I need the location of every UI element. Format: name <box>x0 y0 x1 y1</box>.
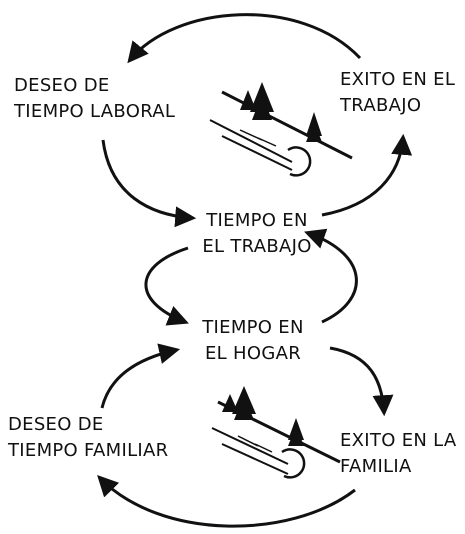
arrow-home-to-work-right <box>304 228 358 324</box>
label-tiempo-trabajo: TIEMPO EN EL TRABAJO <box>192 208 322 260</box>
snowball-hill-icon <box>209 82 353 177</box>
label-tiempo-hogar: TIEMPO EN EL HOGAR <box>188 315 318 367</box>
label-exito-trabajo: EXITO EN EL TRABAJO <box>340 67 455 119</box>
label-line: TIEMPO EN <box>206 210 308 231</box>
label-exito-familia: EXITO EN LA FAMILIA <box>340 428 457 480</box>
label-line: EL TRABAJO <box>202 236 312 257</box>
label-deseo-tiempo-familiar: DESEO DE TIEMPO FAMILIAR <box>8 412 168 464</box>
label-line: EL HOGAR <box>205 343 301 364</box>
arrow-top-arc <box>127 13 362 64</box>
label-line: TIEMPO EN <box>202 317 304 338</box>
arrow-work-to-home-left <box>144 246 189 326</box>
label-line: DESEO DE <box>8 414 104 435</box>
arrow-work-time-to-success <box>321 133 413 217</box>
arrow-family-desire-to-home <box>100 343 181 409</box>
snowball-hill-icon <box>211 386 341 479</box>
label-line: EXITO EN LA <box>340 430 457 451</box>
label-line: TRABAJO <box>340 95 422 116</box>
arrow-bottom-arc <box>97 474 356 528</box>
label-line: FAMILIA <box>340 456 412 477</box>
label-line: TIEMPO FAMILIAR <box>8 440 169 461</box>
label-deseo-tiempo-laboral: DESEO DE TIEMPO LABORAL <box>14 73 175 125</box>
label-line: DESEO DE <box>14 75 110 96</box>
arrow-desire-to-work-time <box>101 139 197 228</box>
label-line: EXITO EN EL <box>340 69 456 90</box>
arrow-home-time-to-family-success <box>329 346 394 417</box>
label-line: TIEMPO LABORAL <box>14 101 176 122</box>
